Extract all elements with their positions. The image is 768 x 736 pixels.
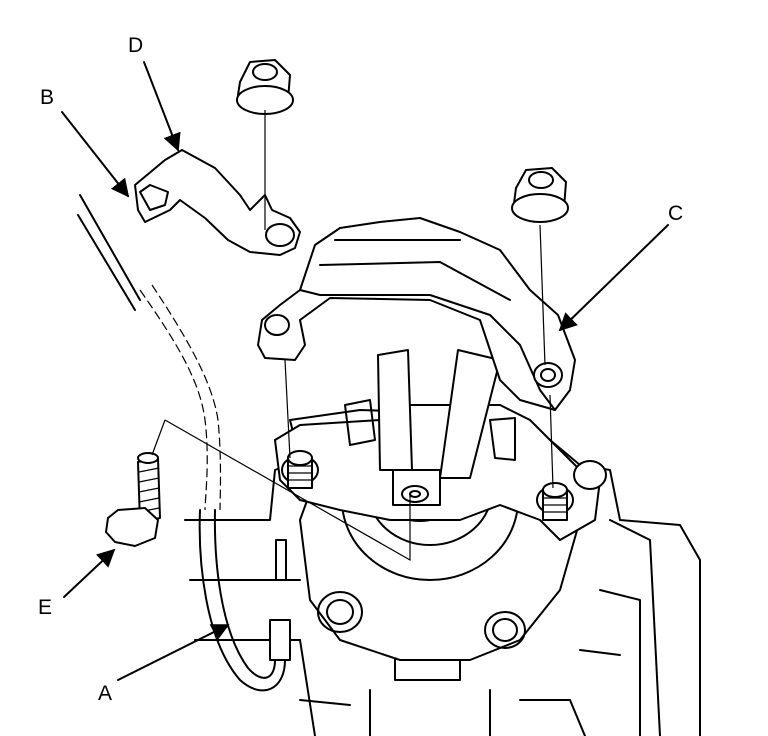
callout-c: C (668, 202, 683, 225)
upper-mount-bracket (257, 217, 576, 411)
upper-flange-nut-right (511, 167, 569, 223)
left-stud (287, 450, 313, 489)
harness-bracket (134, 149, 301, 256)
cable-harness (77, 194, 291, 692)
callout-b: B (40, 86, 54, 109)
upper-flange-nut-left (236, 59, 294, 115)
assembly-lines (151, 110, 554, 562)
callout-e: E (38, 596, 52, 619)
right-stud (542, 482, 568, 521)
callout-d: D (128, 34, 143, 57)
callout-leaders (61, 61, 669, 681)
callout-a: A (98, 682, 112, 705)
mount-arm (377, 349, 501, 479)
flange-bolt (105, 452, 161, 547)
transmission-housing (184, 399, 701, 736)
